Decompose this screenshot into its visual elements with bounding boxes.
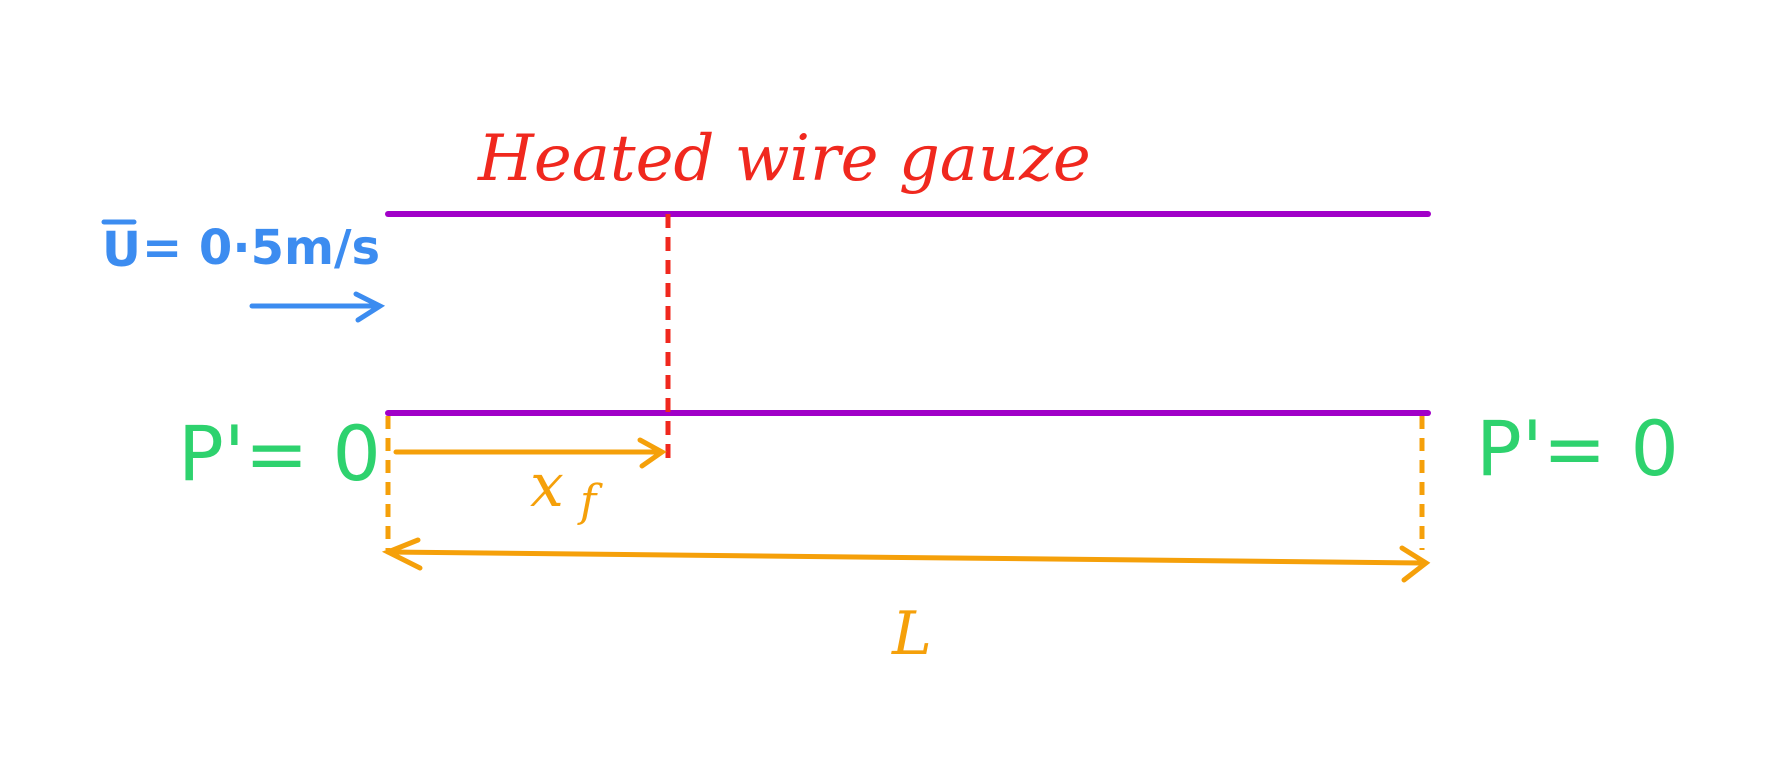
length-label: L bbox=[891, 599, 932, 669]
flame-position-subscript: f bbox=[577, 476, 603, 527]
boundary-right-label: P'= 0 bbox=[1476, 404, 1679, 493]
flow-direction-arrow bbox=[249, 291, 386, 323]
velocity-value: = 0·5m/s bbox=[142, 220, 380, 276]
flame-position-arrow bbox=[393, 437, 667, 469]
boundary-left-label: P'= 0 bbox=[178, 409, 381, 498]
velocity-symbol: U bbox=[102, 222, 141, 278]
flame-position-label: x bbox=[530, 451, 564, 521]
gauze-label: Heated wire gauze bbox=[477, 122, 1091, 196]
length-arrow bbox=[381, 537, 1431, 583]
